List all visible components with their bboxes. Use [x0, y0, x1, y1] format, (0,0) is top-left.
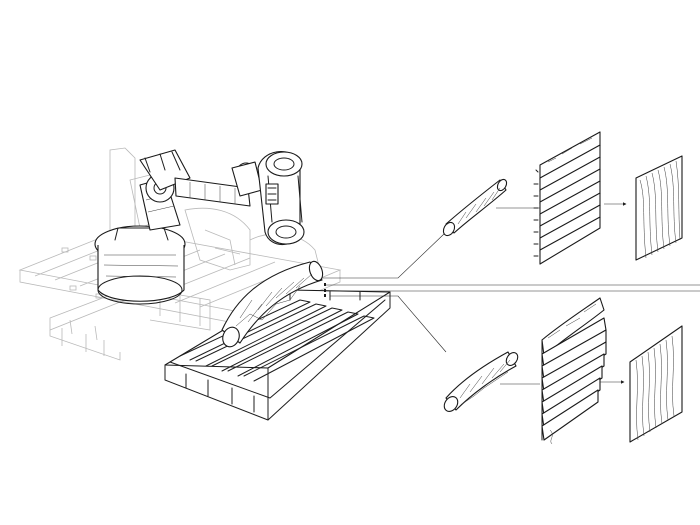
log-on-platform [221, 260, 324, 348]
upper-log [442, 178, 508, 237]
upper-flattened-panel [635, 155, 683, 261]
pallet-platform [164, 289, 391, 421]
lower-sliced-stack [541, 297, 607, 445]
lower-flattened-panel [629, 325, 683, 443]
robot-arm [94, 147, 321, 305]
upper-sliced-stack [533, 131, 601, 265]
lower-log [443, 351, 519, 412]
connector-lines [322, 207, 700, 385]
